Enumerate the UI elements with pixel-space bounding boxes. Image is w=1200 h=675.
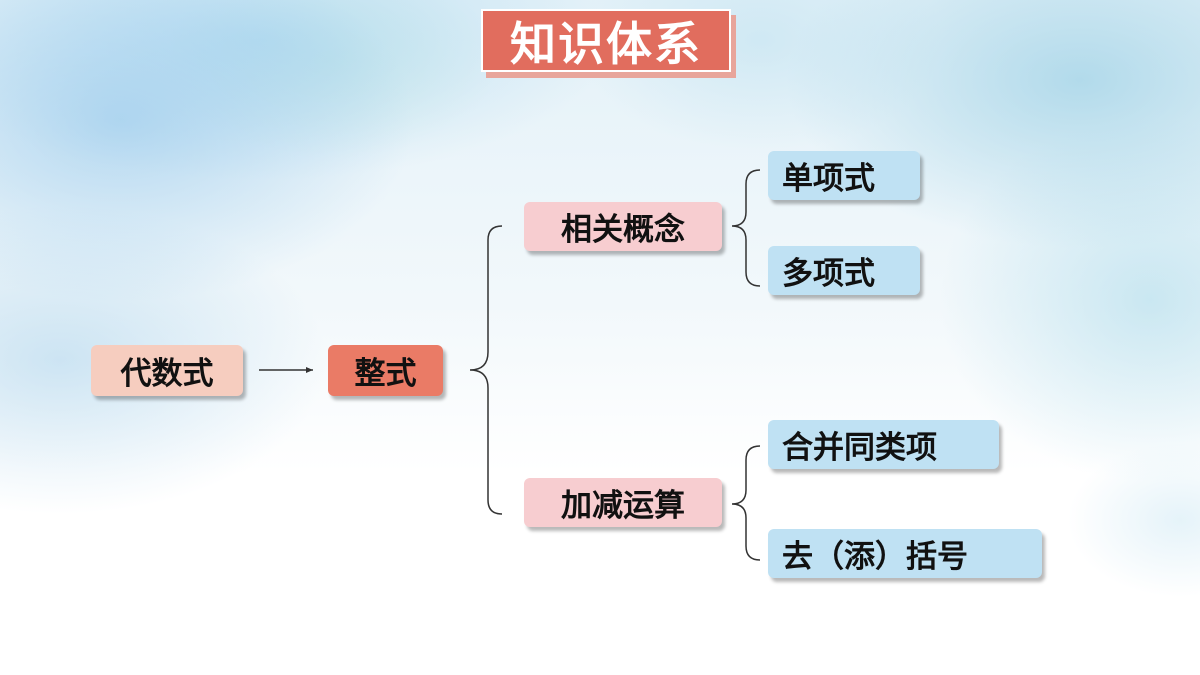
node-root: 代数式	[91, 345, 243, 396]
node-monomial: 单项式	[768, 151, 920, 200]
node-operations: 加减运算	[524, 478, 722, 527]
brace-operations	[731, 445, 761, 561]
node-main: 整式	[328, 345, 443, 396]
page-title: 知识体系	[481, 9, 731, 72]
node-brackets: 去（添）括号	[768, 529, 1042, 578]
brace-concepts	[731, 169, 761, 287]
node-concepts: 相关概念	[524, 202, 722, 251]
node-polynomial: 多项式	[768, 246, 920, 295]
brace-main	[469, 225, 503, 515]
node-combine-like-terms: 合并同类项	[768, 420, 999, 469]
